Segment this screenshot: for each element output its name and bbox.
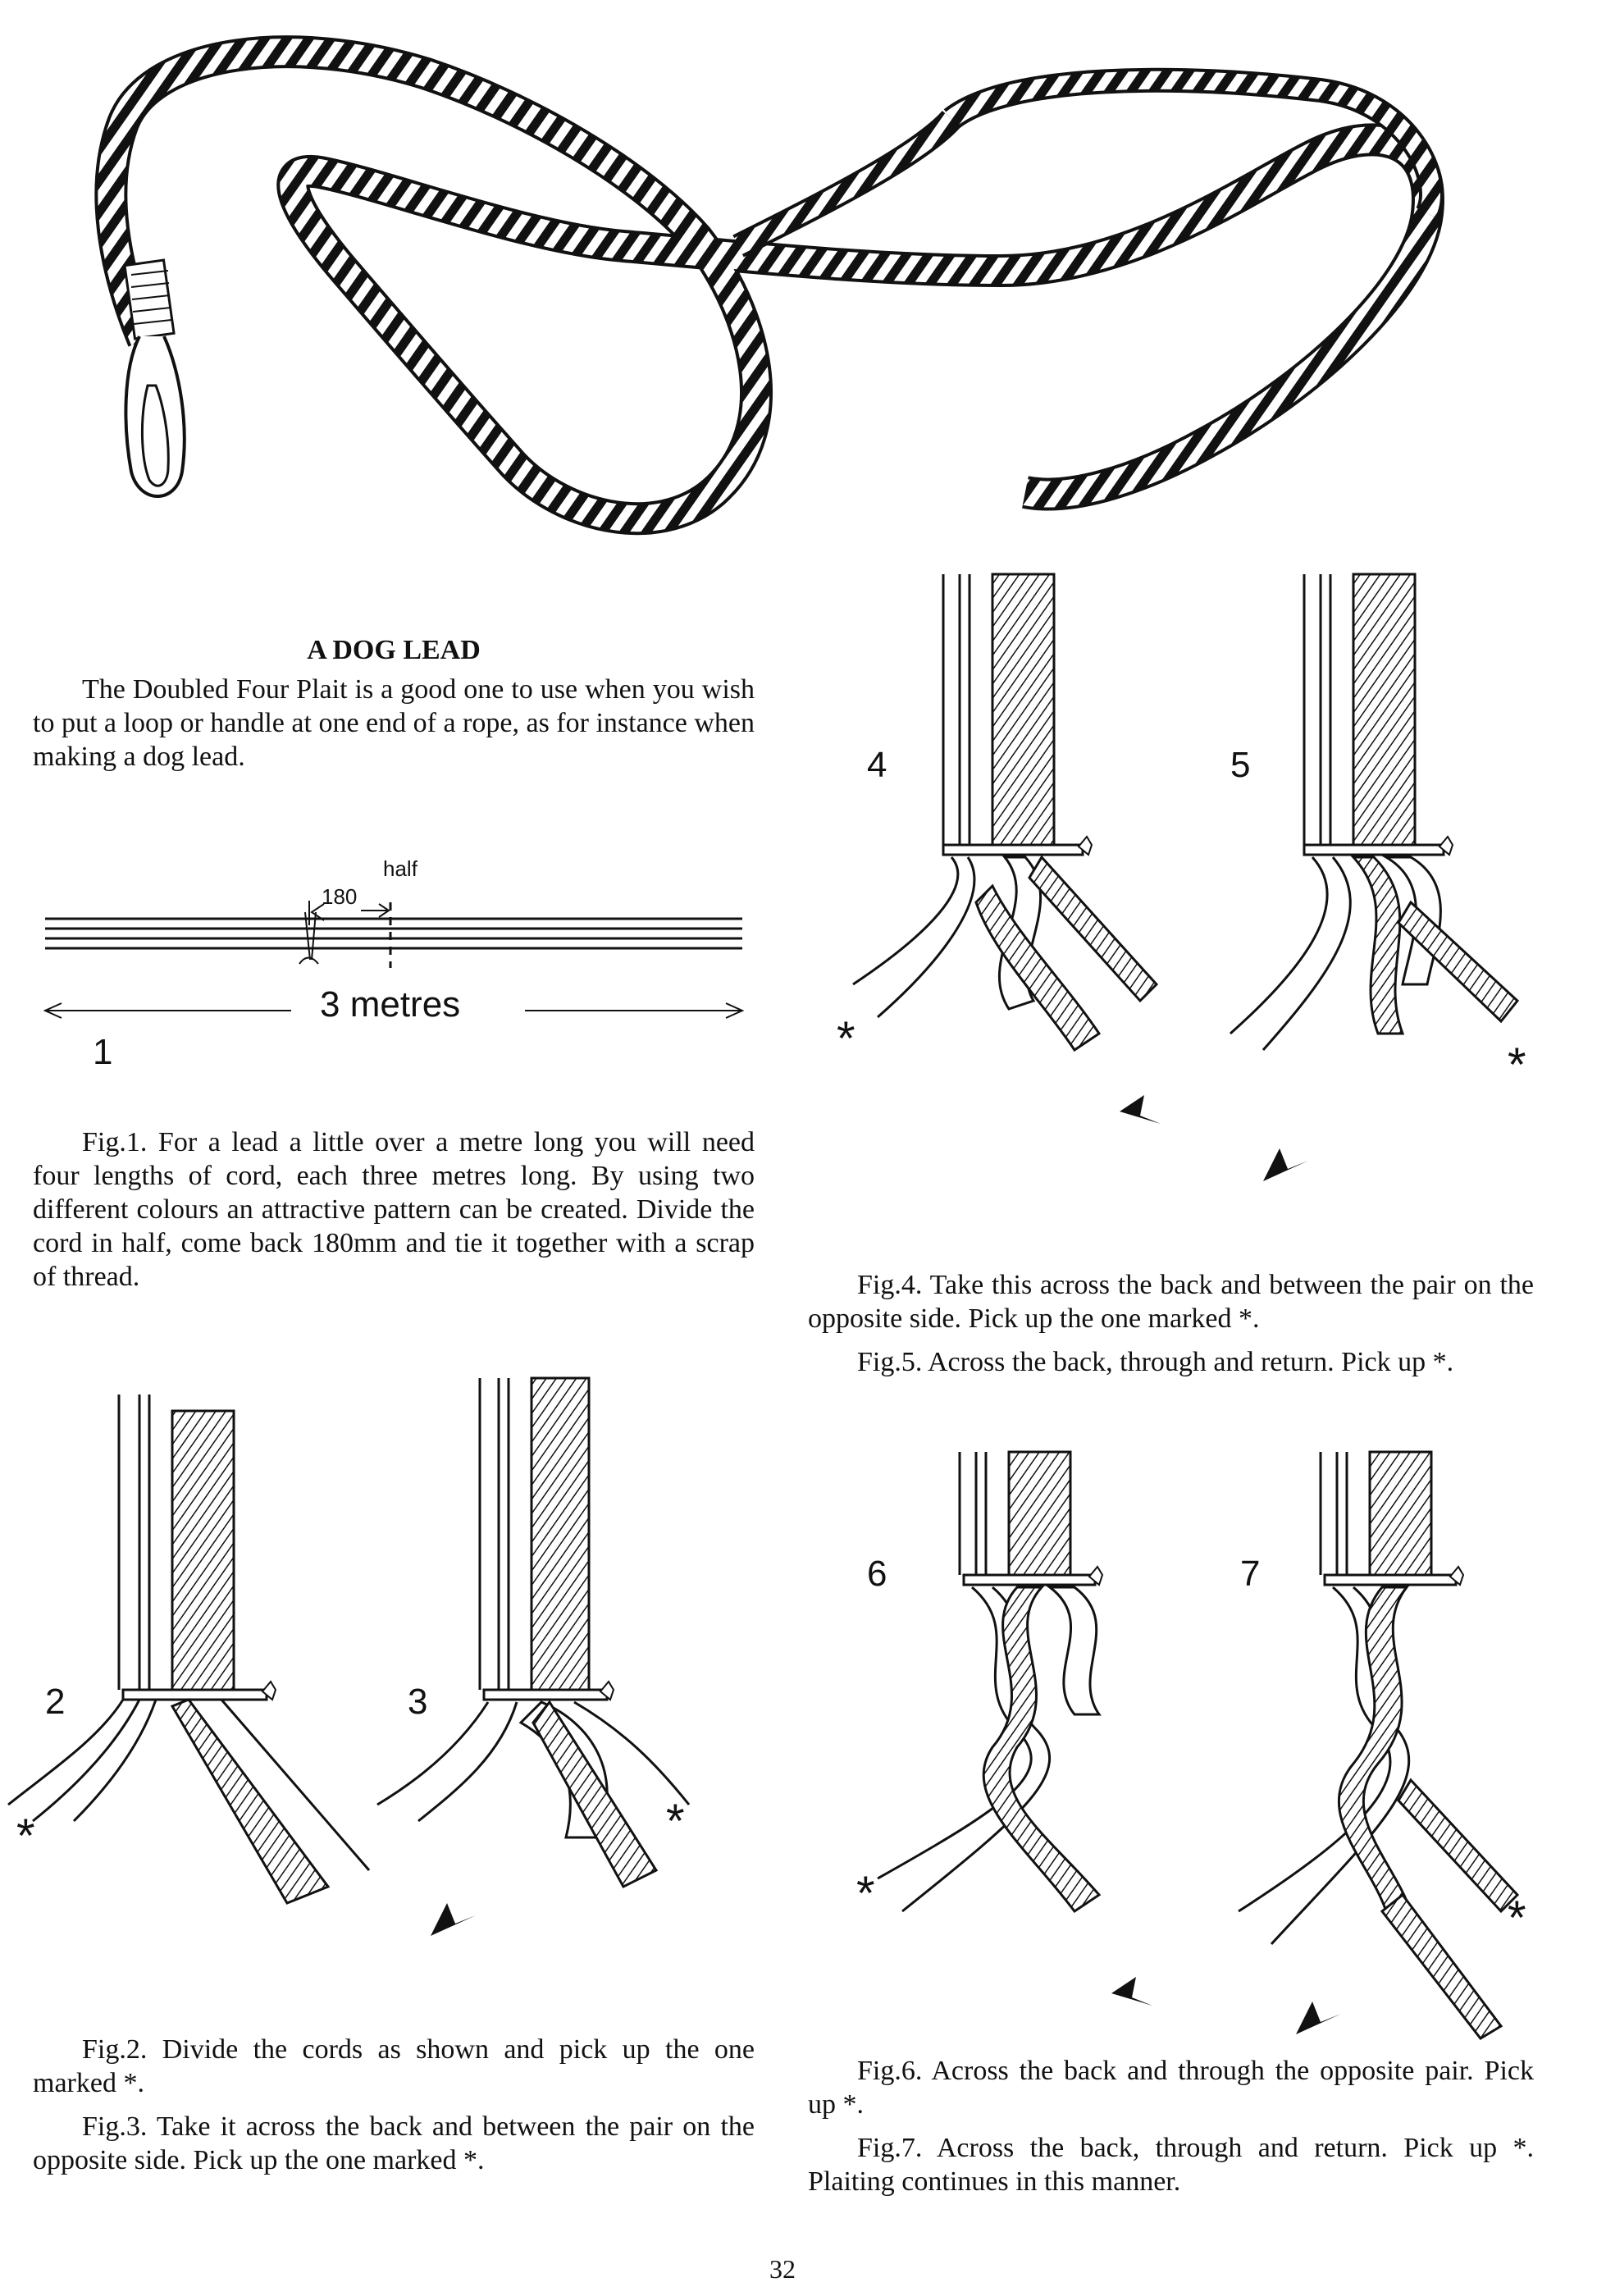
page-heading: A DOG LEAD (307, 635, 481, 665)
figure-3-number: 3 (408, 1682, 428, 1722)
figure-6-7-captions: Fig.6. Across the back and through the o… (808, 2054, 1534, 2198)
figure-1-caption-text: Fig.1. For a lead a little over a metre … (33, 1127, 755, 1292)
figure-7-illustration (1238, 1450, 1520, 2040)
figure-2-number: 2 (45, 1682, 66, 1722)
figure-4-5-captions: Fig.4. Take this across the back and bet… (808, 1268, 1534, 1379)
intro-paragraph: The Doubled Four Plait is a good one to … (33, 673, 755, 774)
figure-2-3-captions: Fig.2. Divide the cords as shown and pic… (33, 2033, 755, 2177)
page-number: 32 (769, 2254, 796, 2284)
figure-1-half-label: half (383, 856, 417, 881)
figure-5-number: 5 (1230, 745, 1251, 785)
figure-1-cord-diagram (43, 901, 745, 1019)
figure-6-illustration (877, 1450, 1152, 2006)
figure-3-illustration (376, 1376, 691, 1936)
figure-1-caption: Fig.1. For a lead a little over a metre … (33, 1125, 755, 1294)
figure-7-number: 7 (1240, 1554, 1261, 1594)
figure-7-caption-text: Fig.7. Across the back, through and retu… (808, 2133, 1534, 2197)
figure-7-marker: * (1508, 1892, 1526, 1945)
figure-4-number: 4 (867, 745, 887, 785)
figure-5-marker: * (1508, 1038, 1526, 1092)
figure-3-caption-text: Fig.3. Take it across the back and betwe… (33, 2111, 755, 2175)
figure-4-caption-text: Fig.4. Take this across the back and bet… (808, 1270, 1534, 1334)
figure-6-marker: * (856, 1867, 875, 1920)
figure-2-marker: * (16, 1810, 35, 1863)
figure-1-number: 1 (93, 1032, 113, 1072)
figure-6-caption-text: Fig.6. Across the back and through the o… (808, 2056, 1534, 2120)
figure-2-caption-text: Fig.2. Divide the cords as shown and pic… (33, 2034, 755, 2098)
dog-lead-illustration (94, 35, 1444, 536)
figure-2-illustration (7, 1394, 371, 1905)
figure-1-length-label: 3 metres (320, 984, 461, 1025)
figure-4-illustration (852, 573, 1161, 1124)
intro-text: The Doubled Four Plait is a good one to … (33, 674, 755, 772)
figure-5-caption-text: Fig.5. Across the back, through and retu… (857, 1347, 1454, 1377)
figure-1-180-label: 180 (322, 884, 358, 909)
figure-6-number: 6 (867, 1554, 887, 1594)
figure-3-marker: * (666, 1795, 685, 1848)
figure-5-illustration (1230, 573, 1520, 1181)
figure-4-marker: * (837, 1012, 855, 1066)
